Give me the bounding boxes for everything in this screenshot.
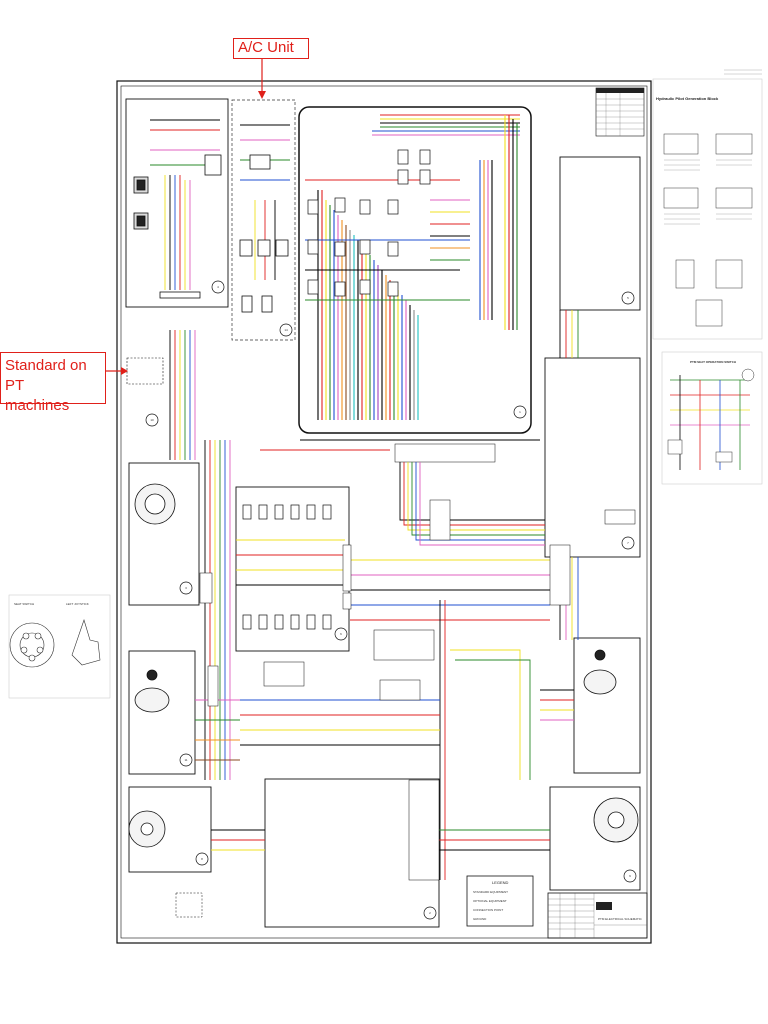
left-inset-drawings — [9, 619, 101, 668]
hydraulic-block-notes — [664, 159, 752, 225]
section-number: 6 — [340, 632, 342, 636]
bus-wires — [169, 310, 579, 880]
left-inset-note: SEAT SWITCH — [14, 602, 34, 606]
ac-unit-callout-label: A/C Unit — [238, 39, 294, 56]
pt-callout-line: machines — [5, 397, 70, 414]
revision-table-header — [596, 88, 644, 93]
legend-title: LEGEND — [492, 880, 509, 885]
revision-table-rows — [596, 93, 644, 136]
main-controller-connector-row — [394, 443, 496, 463]
pt-callout-line: Standard on PT — [5, 357, 87, 394]
seat-operation-components — [667, 368, 755, 463]
section-number: 3 — [185, 586, 187, 590]
module-box-right-middle — [544, 357, 641, 558]
section-number: 1 — [519, 410, 521, 414]
side-panel-hydraulic-title: Hydraulic Pilot Generation Block — [656, 96, 719, 101]
pt-machines-callout: Standard on PT machines — [0, 352, 106, 414]
schematic-inner-border — [120, 85, 648, 939]
section-number: 8 — [201, 857, 203, 861]
gauge-and-joystick-symbols — [128, 483, 639, 848]
corner-note-lines — [724, 69, 762, 75]
left-top-module-components — [133, 154, 222, 299]
section-number: 9 — [629, 874, 631, 878]
legend-item: CONNECTION POINT — [473, 908, 503, 912]
schematic-sheet-border — [116, 80, 652, 944]
title-block-grid — [548, 893, 647, 938]
title-block-title: PTM ELECTRICAL SCHEMATIC — [598, 917, 643, 921]
title-block-logo — [596, 902, 612, 910]
main-controller-wiring — [305, 114, 520, 420]
module-box-left-joystick — [128, 650, 196, 775]
section-number: 10 — [150, 418, 154, 422]
left-top-module-wiring — [150, 119, 220, 290]
ac-unit-components — [239, 154, 289, 313]
ac-unit-wiring — [240, 124, 290, 280]
module-box-right-joystick — [573, 637, 641, 774]
ac-unit-callout: A/C Unit — [233, 38, 309, 59]
legend-item: OPTIONAL EQUIPMENT — [473, 899, 507, 903]
module-box-right-top — [559, 156, 641, 311]
section-number: 5 — [627, 296, 629, 300]
module-box-right-gauge — [549, 786, 641, 891]
ac-unit-dashed-box — [231, 99, 296, 341]
module-box-left-middle — [128, 462, 200, 606]
pt-module-box — [126, 357, 164, 385]
ac-unit-callout-arrowhead — [258, 91, 266, 99]
left-inset-note: LEFT JOYSTICK — [66, 602, 89, 606]
section-number: 7 — [627, 541, 629, 545]
side-panel-hydraulic — [652, 78, 763, 340]
hydraulic-block-drawings — [663, 133, 753, 327]
section-number: 2 — [429, 911, 431, 915]
section-number: 11 — [184, 758, 187, 762]
legend-item: STANDARD EQUIPMENT — [473, 890, 508, 894]
pt-callout-arrowhead — [121, 367, 128, 375]
section-number-labels: 4 14 1 5 3 6 7 8 2 9 10 11 — [150, 285, 631, 915]
title-block — [547, 892, 648, 939]
main-controller-box — [298, 106, 532, 434]
relay-bank — [242, 504, 332, 630]
section-number: 4 — [217, 285, 219, 289]
relay-components — [307, 149, 431, 297]
section-number: 14 — [284, 328, 288, 332]
legend-box — [466, 875, 534, 927]
terminal-strips — [175, 499, 636, 918]
section-number-markers — [145, 280, 637, 920]
module-box-left-top — [125, 98, 229, 308]
side-panel-seat-title: PTM SEAT OPERATION SWITCH — [690, 360, 736, 364]
legend-item: GROUND — [473, 917, 487, 921]
